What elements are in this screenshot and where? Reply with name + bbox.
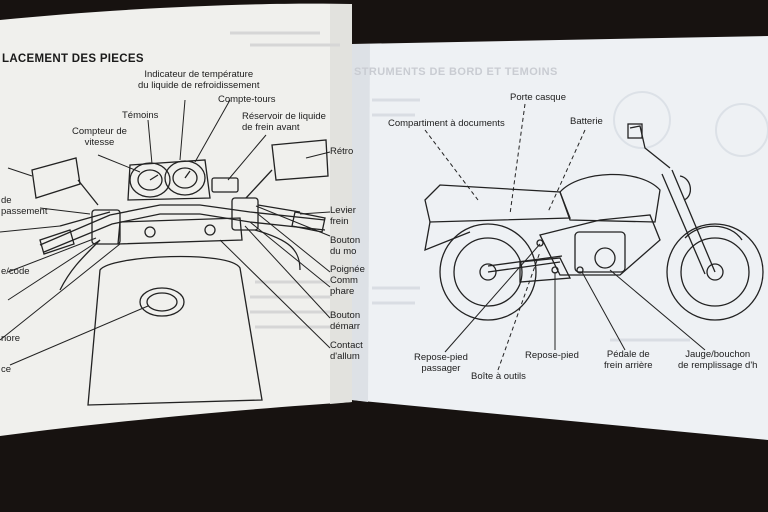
label-retroviseur: Rétro <box>330 146 354 157</box>
seat <box>424 184 571 223</box>
tank <box>559 173 661 223</box>
label-bouton-demarreur: Bouton démarr <box>330 310 361 332</box>
front-wheel <box>666 223 764 321</box>
label-left-de: de <box>1 195 12 206</box>
leader-lines-left <box>0 99 331 366</box>
label-compartiment-documents: Compartiment à documents <box>388 118 505 129</box>
fuel-tank <box>87 255 263 406</box>
label-bouton-moteur: Bouton du mo <box>330 235 361 257</box>
rear-wheel <box>439 223 537 321</box>
label-temoins: Témoins <box>122 110 159 121</box>
label-repose-pied: Repose-pied <box>525 350 579 361</box>
faint-text-lines-right <box>372 98 690 342</box>
label-pedale-frein: Pédale de frein arrière <box>604 349 653 371</box>
label-jauge-bouchon: Jauge/bouchon de remplissage d'h <box>678 349 758 371</box>
label-levier-frein: Levier frein <box>330 205 356 227</box>
label-left-nore: nore <box>1 333 21 344</box>
mirror-stem <box>629 125 671 169</box>
label-porte-casque: Porte casque <box>510 92 566 103</box>
label-left-code: e/code <box>1 266 30 277</box>
left-mirror <box>31 157 81 199</box>
label-repose-pied-passager: Repose-pied passager <box>414 352 468 374</box>
leader-lines-right <box>424 103 706 371</box>
label-boite-outils: Boîte à outils <box>471 371 526 382</box>
right-page-title: STRUMENTS DE BORD ET TEMOINS <box>354 66 558 78</box>
left-page-title: LACEMENT DES PIECES <box>2 53 144 65</box>
right-mirror <box>271 139 329 181</box>
label-commodo-phare: Comm phare <box>330 275 358 297</box>
label-temperature-indicator: Indicateur de température du liquide de … <box>138 69 260 91</box>
fuel-cap <box>139 287 185 317</box>
faint-text-lines <box>230 31 340 329</box>
label-contact-allumage: Contact d'allum <box>330 340 363 362</box>
label-compte-tours: Compte-tours <box>218 94 276 105</box>
label-poignee: Poignée <box>330 264 365 275</box>
label-compteur-vitesse: Compteur de vitesse <box>72 126 127 148</box>
label-left-passement: passement <box>1 206 48 217</box>
headlight <box>679 175 691 201</box>
label-left-ce: ce <box>1 364 12 375</box>
label-batterie: Batterie <box>570 116 603 127</box>
engine <box>574 231 626 273</box>
label-reservoir-frein: Réservoir de liquide de frein avant <box>242 111 326 133</box>
brake-reservoir <box>211 177 239 193</box>
speedometer <box>129 162 171 198</box>
